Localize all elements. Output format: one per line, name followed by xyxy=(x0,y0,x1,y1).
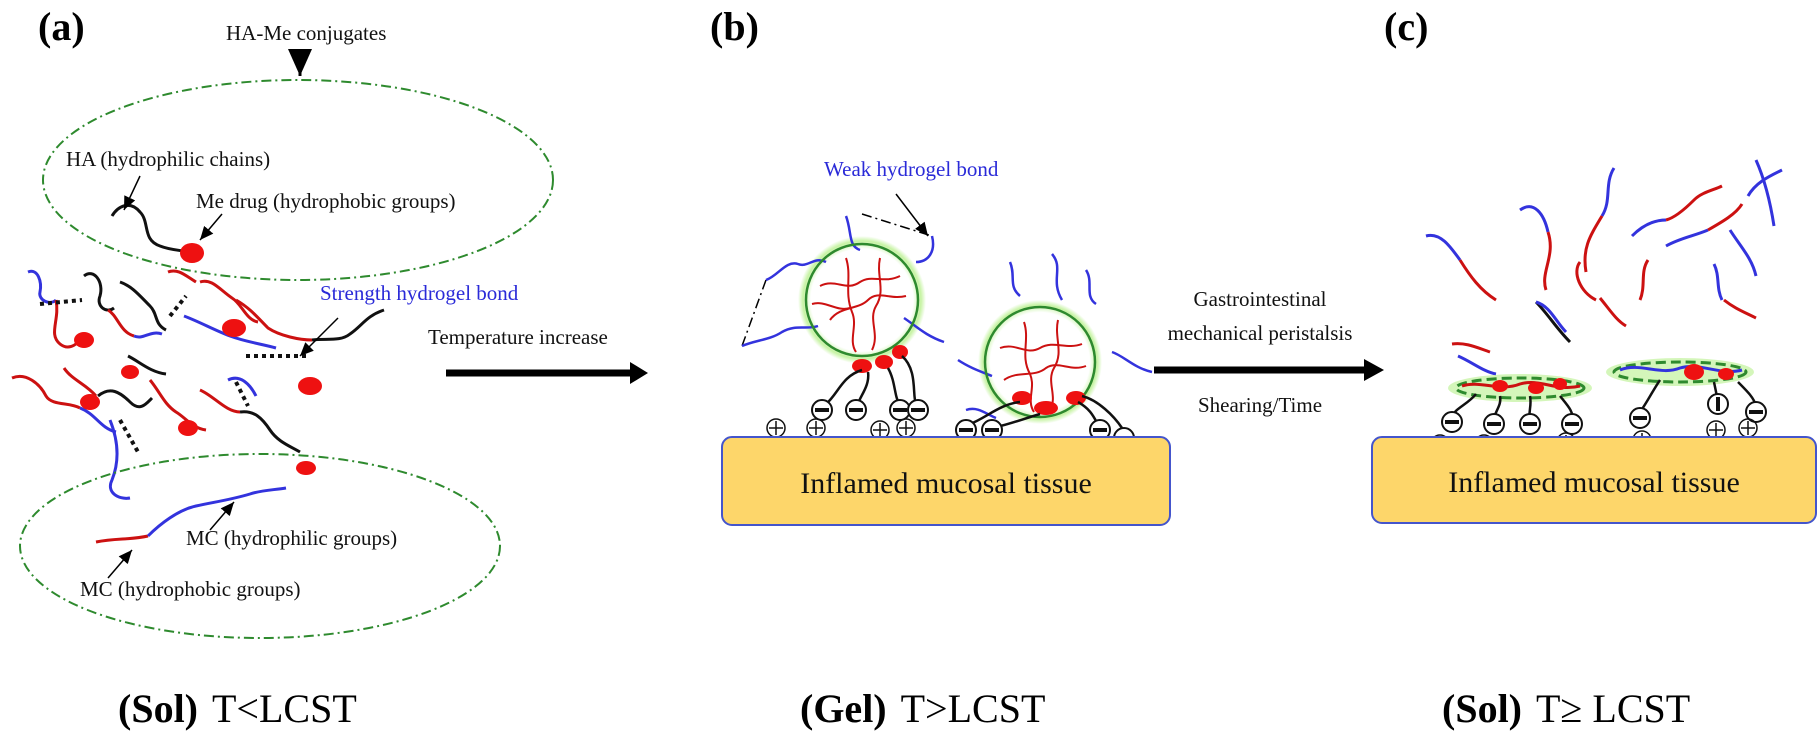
strength-hydrogel-label: Strength hydrogel bond xyxy=(320,281,519,305)
state-gel-b: (Gel) T>LCST xyxy=(800,686,1045,731)
tissue-block-b xyxy=(721,436,1171,526)
right-arrow-icon-2 xyxy=(1364,359,1384,381)
free-chains xyxy=(1425,159,1783,376)
gel-drug-dots xyxy=(852,345,1086,415)
ha-chain-sample xyxy=(110,203,189,254)
me-drug-label: Me drug (hydrophobic groups) xyxy=(196,189,456,213)
state-c-text: T≥ LCST xyxy=(1536,686,1690,731)
state-sol-a: (Sol) T<LCST xyxy=(118,686,357,731)
me-drug-sample-icon xyxy=(180,243,204,263)
state-b-bold: (Gel) xyxy=(800,686,887,731)
state-c-bold: (Sol) xyxy=(1442,686,1522,731)
gel-red-network xyxy=(811,257,1087,413)
gel-green-circles xyxy=(804,242,1097,419)
gastro-label-2: mechanical peristalsis xyxy=(1168,321,1353,345)
panel-a-letter: (a) xyxy=(38,4,85,49)
gel-glow-1 xyxy=(798,236,926,364)
mc-philic-label: MC (hydrophilic groups) xyxy=(186,526,397,550)
adsorbed-layer-1 xyxy=(1448,374,1592,402)
panel-c: (c) xyxy=(1371,4,1817,731)
sol-chain-network xyxy=(11,269,385,500)
tissue-charges-c xyxy=(1430,393,1767,456)
strength-hydrogel-bonds xyxy=(39,294,310,453)
mc-philic-pointer xyxy=(209,501,235,531)
weak-pointer xyxy=(895,193,929,237)
arrow-temperature: Temperature increase xyxy=(428,325,648,384)
mc-phobic-chain xyxy=(95,534,149,544)
tissue-label-b: Inflamed mucosal tissue xyxy=(800,467,1092,500)
weak-bonds xyxy=(741,213,933,347)
ha-pointer xyxy=(123,175,141,211)
panel-c-letter: (c) xyxy=(1384,4,1428,49)
state-a-bold: (Sol) xyxy=(118,686,198,731)
mc-philic-chain xyxy=(146,486,287,538)
gel-blue-chains xyxy=(741,215,1153,420)
state-b-text: T>LCST xyxy=(901,686,1046,731)
panel-b: (b) Weak hydrogel bond xyxy=(710,4,1171,731)
tissue-block-c xyxy=(1371,436,1817,524)
strength-pointer xyxy=(299,317,339,357)
weak-hydrogel-label: Weak hydrogel bond xyxy=(824,157,999,181)
ha-me-ellipse xyxy=(42,79,554,281)
tissue-label-c: Inflamed mucosal tissue xyxy=(1448,466,1740,499)
arrow-peristalsis: Gastrointestinal mechanical peristalsis … xyxy=(1154,287,1384,417)
shearing-label: Shearing/Time xyxy=(1198,393,1322,417)
mc-ellipse xyxy=(19,453,501,639)
mc-phobic-pointer xyxy=(107,549,133,579)
panel-b-letter: (b) xyxy=(710,4,759,49)
panel-a: (a) HA-Me conjugates HA (hydrophilic cha… xyxy=(11,4,554,731)
ha-label: HA (hydrophilic chains) xyxy=(66,147,270,171)
gastro-label-1: Gastrointestinal xyxy=(1194,287,1327,311)
state-a-text: T<LCST xyxy=(212,686,357,731)
ha-me-conjugates-label: HA-Me conjugates xyxy=(226,21,386,45)
state-sol-c: (Sol) T≥ LCST xyxy=(1442,686,1690,731)
sol-drug-dots xyxy=(74,319,322,475)
me-pointer xyxy=(199,213,223,241)
mc-phobic-label: MC (hydrophobic groups) xyxy=(80,577,300,601)
temperature-increase-label: Temperature increase xyxy=(428,325,608,349)
right-arrow-icon xyxy=(630,362,648,384)
adsorbed-layer-2 xyxy=(1606,358,1754,386)
